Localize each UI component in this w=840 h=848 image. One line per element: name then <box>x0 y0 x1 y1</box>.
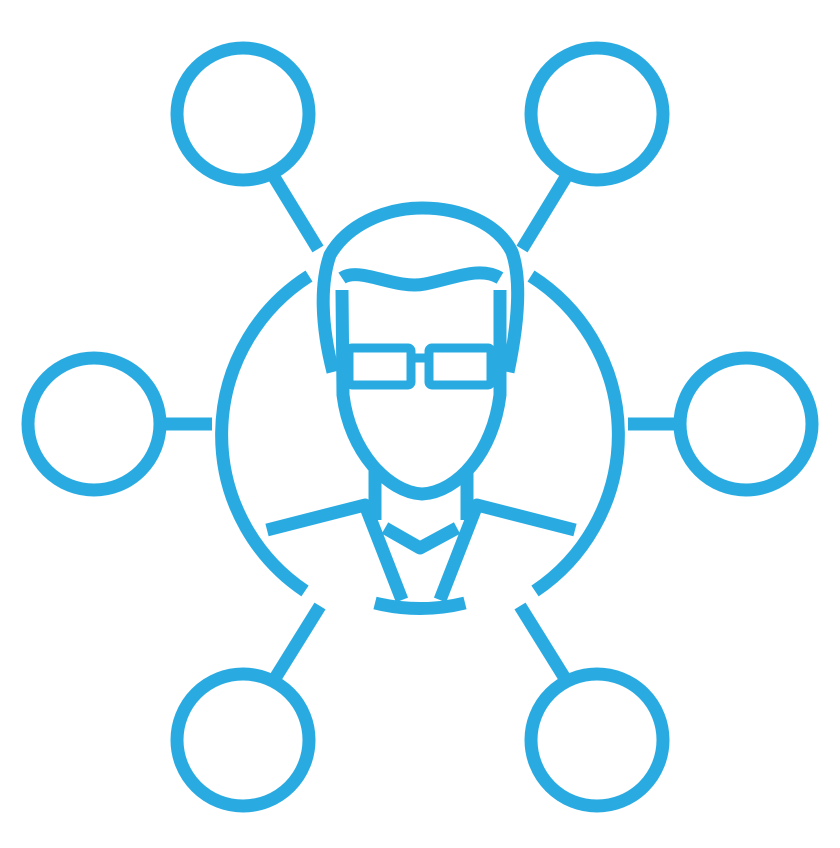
person-face <box>335 289 507 501</box>
person-hairline <box>338 266 504 292</box>
central-circle-right-arc <box>527 270 625 597</box>
node-top-left <box>170 41 316 187</box>
node-left <box>21 351 167 497</box>
connector-bottom-left <box>268 602 326 684</box>
glasses-left-lens <box>344 343 416 390</box>
node-right <box>673 351 819 497</box>
connector-top-left <box>268 173 324 253</box>
person-collar <box>381 522 461 555</box>
connector-bottom-right <box>514 602 572 684</box>
node-bottom-right <box>524 667 670 813</box>
person-shoulders <box>265 498 577 603</box>
person-hair <box>316 201 525 374</box>
central-circle-left-arc <box>215 270 313 597</box>
connector-top-right <box>516 173 572 253</box>
person-neck <box>368 468 474 520</box>
node-bottom-left <box>170 667 316 813</box>
node-top-right <box>524 41 670 187</box>
glasses-right-lens <box>424 343 496 390</box>
central-circle-bottom-arc <box>373 596 467 615</box>
